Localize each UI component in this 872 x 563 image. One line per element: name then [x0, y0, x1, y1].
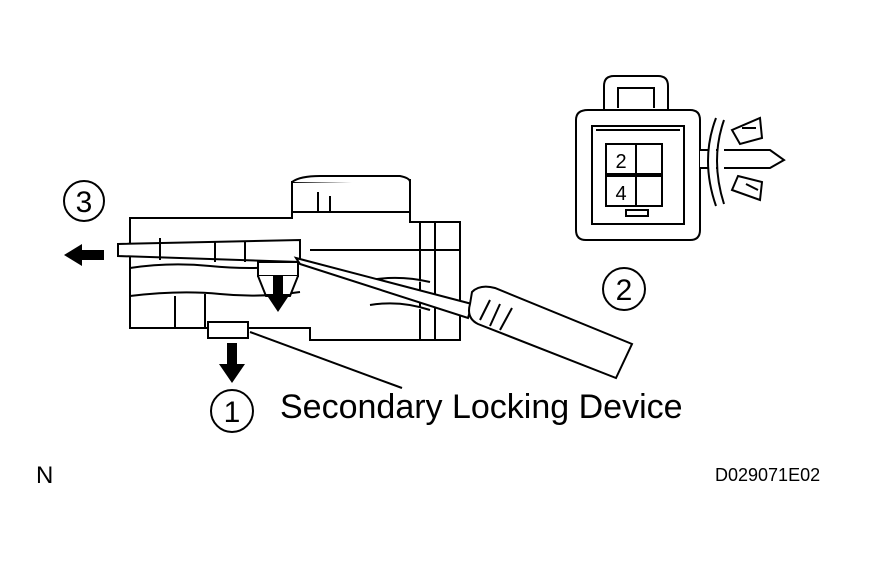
leader-line	[249, 331, 403, 389]
arrow-down-outer	[219, 343, 245, 383]
arrow-left	[64, 244, 104, 266]
step-3-circle: 3	[63, 180, 105, 222]
step-1-label: 1	[224, 396, 241, 429]
step-3-label: 3	[76, 186, 93, 219]
step-1-circle: 1	[210, 389, 254, 433]
connector-pin-2: 2	[615, 151, 626, 173]
step-2-label: 2	[616, 274, 633, 307]
orientation-label: N	[36, 462, 54, 489]
connector-pin-4: 4	[615, 183, 626, 205]
step-2-circle: 2	[602, 267, 646, 311]
connector-front-view	[575, 75, 786, 241]
screwdriver	[293, 256, 634, 380]
figure-code: D029071E02	[715, 465, 821, 485]
connector-side-view	[117, 175, 461, 341]
arrow-down-inner	[266, 276, 290, 312]
secondary-locking-device-label: Secondary Locking Device	[280, 388, 683, 426]
